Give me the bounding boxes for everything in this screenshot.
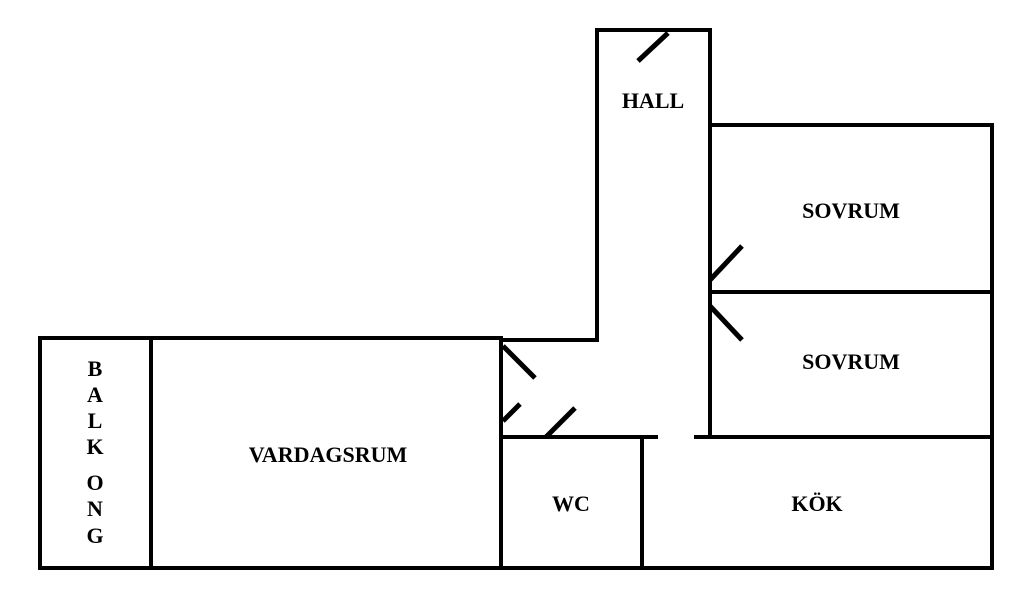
- sovrum-1-label: SOVRUM: [802, 198, 900, 223]
- vardagsrum-label: VARDAGSRUM: [249, 442, 408, 467]
- vardagsrum-door-lower: [501, 402, 522, 423]
- entrance-door: [636, 31, 670, 63]
- balkong-letter: N: [87, 496, 103, 521]
- balkong-letter: G: [86, 523, 103, 548]
- walls: [38, 28, 994, 570]
- balkong-letter: O: [86, 470, 103, 495]
- wc-door: [544, 406, 577, 439]
- doors: [501, 31, 744, 439]
- sovrum-2-door: [708, 304, 744, 342]
- sovrum-1-walls: [708, 123, 994, 294]
- vardagsrum-walls: [149, 336, 503, 570]
- balkong-letter: L: [88, 408, 103, 433]
- sovrum-2-label: SOVRUM: [802, 349, 900, 374]
- room-labels: HALL SOVRUM SOVRUM VARDAGSRUM WC KÖK B A…: [86, 88, 900, 548]
- sovrum-1-door: [708, 244, 744, 282]
- hall-label: HALL: [622, 88, 684, 113]
- vardagsrum-door-upper: [501, 344, 537, 380]
- wc-label: WC: [552, 491, 590, 516]
- balkong-letter: K: [86, 434, 103, 459]
- balkong-letter: B: [88, 356, 103, 381]
- kok-label: KÖK: [791, 491, 842, 516]
- hall-left-wall: [499, 28, 712, 342]
- balkong-letter: A: [87, 382, 103, 407]
